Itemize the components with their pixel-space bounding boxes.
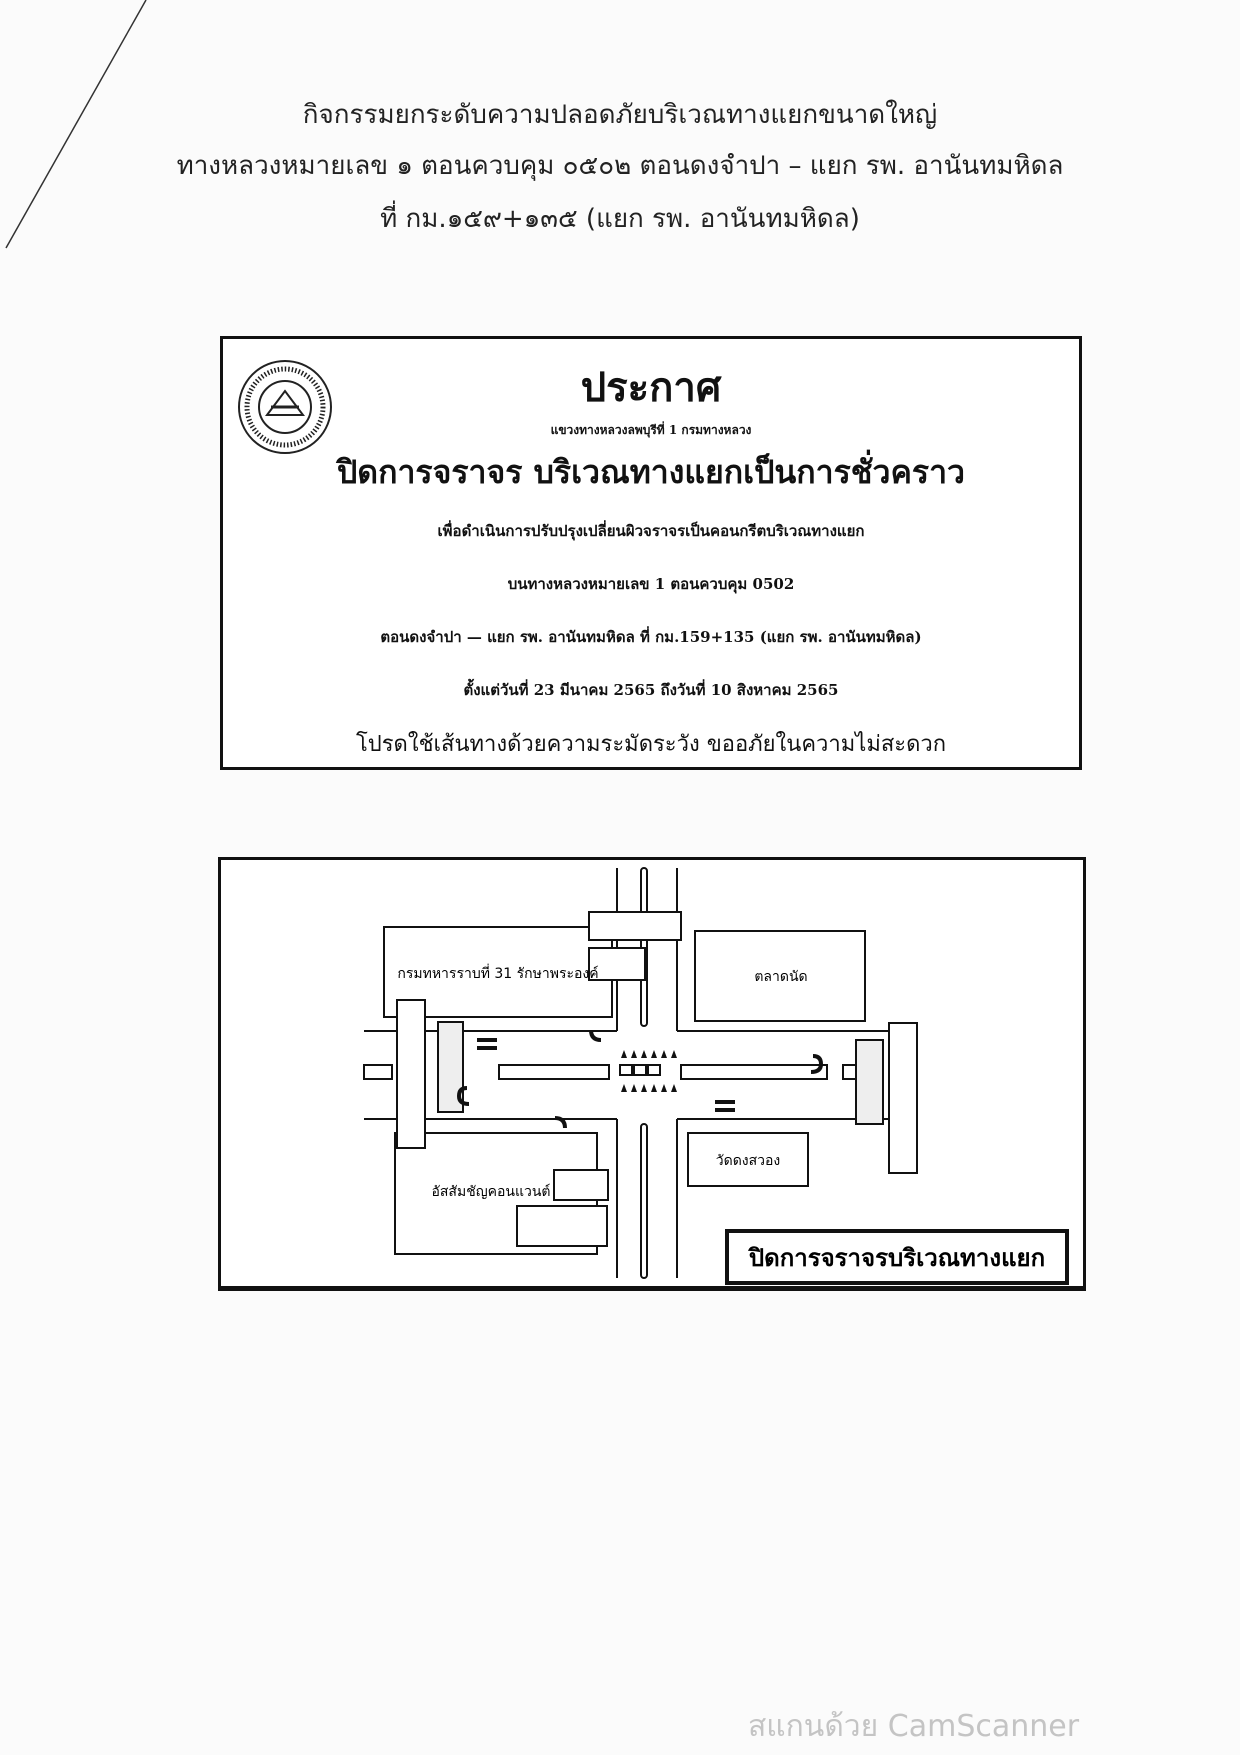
- median-west: [498, 1064, 610, 1080]
- notice-issuer: แขวงทางหลวงลพบุรีที่ 1 กรมทางหลวง: [550, 423, 752, 437]
- sign-south-2: [516, 1205, 608, 1247]
- median-south: [640, 1123, 648, 1279]
- notice-title: ประกาศ: [580, 364, 722, 411]
- sign-south-1: [553, 1169, 609, 1201]
- map-drawing: กรมทหารราบที่ 31 รักษาพระองค์ ตลาดนัด อั…: [363, 867, 1069, 1285]
- arrow-eastbound-icon: [477, 1038, 497, 1050]
- barricade: [619, 1064, 633, 1076]
- notice-advice: โปรดใช้เส้นทางด้วยความระมัดระวัง ขออภัยใ…: [355, 732, 947, 757]
- sign-east-1: [888, 1022, 918, 1174]
- notice-period: ตั้งแต่วันที่ 23 มีนาคม 2565 ถึงวันที่ 1…: [463, 681, 839, 699]
- building-ne: [694, 930, 866, 1022]
- closure-label-box: [725, 1229, 1069, 1285]
- notice-section: ตอนดงจำปา — แยก รพ. อานันทมหิดล ที่ กม.1…: [380, 628, 922, 646]
- notice-route: บนทางหลวงหมายเลข 1 ตอนควบคุม 0502: [507, 575, 795, 593]
- traffic-arrows: [456, 1029, 824, 1129]
- notice-heading: ปิดการจราจร บริเวณทางแยกเป็นการชั่วคราว: [336, 453, 965, 491]
- u-turn-icon: [810, 1054, 824, 1074]
- sign-north-2: [588, 947, 646, 981]
- arrow-westbound-icon: [715, 1100, 735, 1112]
- landmark-nw: กรมทหารราบที่ 31 รักษาพระองค์: [397, 964, 598, 982]
- intersection-map: กรมทหารราบที่ 31 รักษาพระองค์ ตลาดนัด อั…: [218, 857, 1086, 1291]
- announcement-box: ประกาศ แขวงทางหลวงลพบุรีที่ 1 กรมทางหลวง…: [220, 336, 1082, 770]
- u-turn-icon: [456, 1086, 470, 1106]
- notice-purpose: เพื่อดำเนินการปรับปรุงเปลี่ยนผิวจราจรเป็…: [437, 522, 865, 540]
- camscanner-watermark: สแกนด้วย CamScanner: [748, 1709, 1080, 1744]
- u-turn-icon: [589, 1029, 602, 1042]
- pen-stroke: [5, 0, 147, 249]
- turn-icon: [554, 1116, 567, 1129]
- cones: [621, 1050, 677, 1092]
- header-line-3: ที่ กม.๑๕๙+๑๓๕ (แยก รพ. อานันทมหิดล): [380, 204, 860, 234]
- landmark-sw: อัสสัมชัญคอนแวนต์: [431, 1183, 550, 1200]
- closure-label: ปิดการจราจรบริเวณทางแยก: [748, 1244, 1045, 1272]
- sign-west-1: [396, 999, 426, 1149]
- sign-north-1: [588, 911, 682, 941]
- building-se: [687, 1132, 809, 1187]
- sign-east-2: [855, 1039, 884, 1125]
- header-line-1: กิจกรรมยกระดับความปลอดภัยบริเวณทางแยกขนา…: [302, 100, 938, 130]
- header-line-2: ทางหลวงหมายเลข ๑ ตอนควบคุม ๐๕๐๒ ตอนดงจำป…: [176, 151, 1064, 181]
- landmark-se: วัดดงสวอง: [716, 1153, 781, 1169]
- median-east: [680, 1064, 828, 1080]
- median-west-end: [363, 1064, 393, 1080]
- department-seal-icon: [238, 360, 332, 454]
- landmark-ne: ตลาดนัด: [754, 969, 807, 985]
